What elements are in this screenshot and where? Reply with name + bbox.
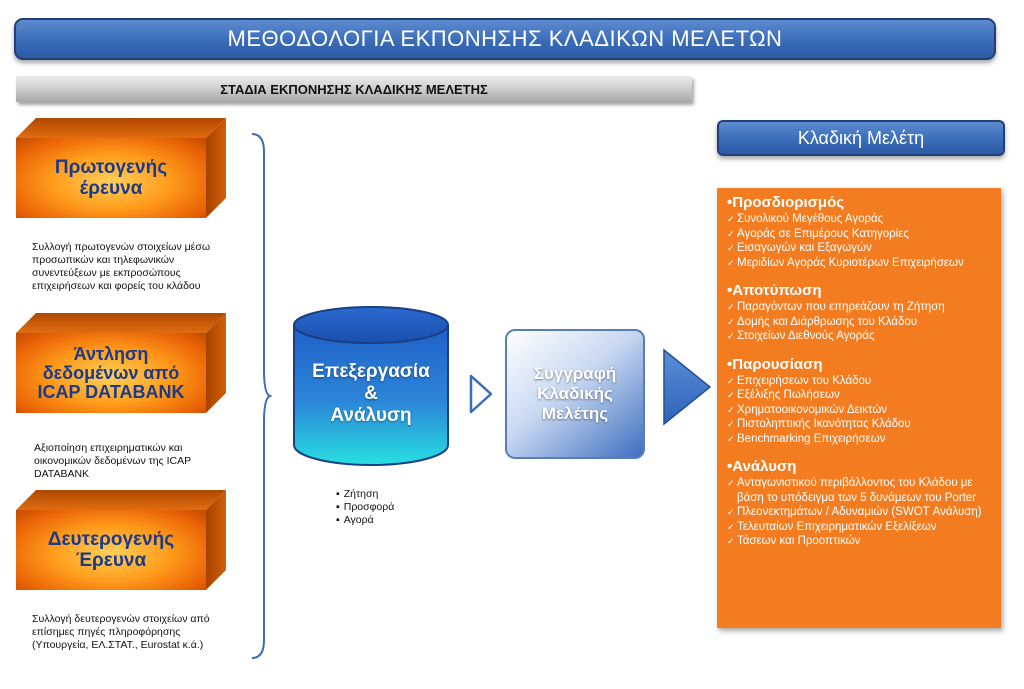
- curly-brace-icon: [251, 133, 272, 659]
- databank-label: Άντληση δεδομένων από ICAP DATABANK: [37, 343, 185, 402]
- list-item: Δομής και Διάρθρωσης του Κλάδου: [727, 315, 1001, 330]
- primary-research-box: Πρωτογενής έρευνα: [16, 118, 226, 218]
- writing-line2: Κλαδικής: [537, 384, 613, 403]
- section-head: Παρουσίαση: [727, 356, 1001, 374]
- stages-title: ΣΤΑΔΙΑ ΕΚΠΟΝΗΣΗΣ ΚΛΑΔΙΚΗΣ ΜΕΛΕΤΗΣ: [220, 81, 488, 97]
- writing-line1: Συγγραφή: [533, 364, 617, 383]
- study-title-banner: Κλαδική Μελέτη: [717, 120, 1005, 156]
- arrow-right-icon: [469, 374, 493, 414]
- processing-label-line2: &: [364, 383, 378, 404]
- list-item: Μεριδίων Αγοράς Κυριοτέρων Επιχειρήσεων: [727, 256, 1001, 271]
- list-item: Benchmarking Επιχειρήσεων: [727, 432, 1001, 447]
- list-item: Στοιχείων Διεθνούς Αγοράς: [727, 329, 1001, 344]
- section-head: Αποτύπωση: [727, 282, 1001, 300]
- secondary-research-caption: Συλλογή δευτερογενών στοιχείων από επίση…: [32, 613, 210, 651]
- study-content-panel: Προσδιορισμός Συνολικού Μεγέθους Αγοράς …: [717, 188, 1001, 628]
- list-item: Επιχειρήσεων του Κλάδου: [727, 374, 1001, 389]
- writing-line3: Μελέτης: [541, 404, 609, 423]
- list-item: Πιστοληπτικής Ικανότητας Κλάδου: [727, 417, 1001, 432]
- secondary-research-box: Δευτερογενής Έρευνα: [16, 490, 226, 590]
- arrow-right-large-icon: [663, 348, 712, 426]
- list-item: Χρηματοοικονομικών Δεικτών: [727, 403, 1001, 418]
- writing-box: Συγγραφή Κλαδικής Μελέτης: [505, 329, 645, 459]
- list-item: Τελευταίων Επιχειρηματικών Εξελίξεων: [727, 520, 1001, 535]
- list-item: Εξέλιξης Πωλήσεων: [727, 388, 1001, 403]
- secondary-research-label: Δευτερογενής Έρευνα: [47, 529, 175, 571]
- list-item: Εισαγωγών και Εξαγωγών: [727, 241, 1001, 256]
- main-title: ΜΕΘΟΔΟΛΟΓΙΑ ΕΚΠΟΝΗΣΗΣ ΚΛΑΔΙΚΩΝ ΜΕΛΕΤΩΝ: [227, 26, 783, 51]
- bullet-demand: Ζήτηση: [336, 488, 394, 501]
- primary-research-label: Πρωτογενής έρευνα: [54, 157, 168, 199]
- section-head: Ανάλυση: [727, 458, 1001, 476]
- list-item: Πλεονεκτημάτων / Αδυναμιών (SWOT Ανάλυση…: [727, 505, 1001, 520]
- main-title-banner: ΜΕΘΟΔΟΛΟΓΙΑ ΕΚΠΟΝΗΣΗΣ ΚΛΑΔΙΚΩΝ ΜΕΛΕΤΩΝ: [14, 18, 996, 60]
- databank-caption: Αξιοποίηση επιχειρηματικών και οικονομικ…: [34, 442, 191, 480]
- primary-research-caption: Συλλογή πρωτογενών στοιχείων μέσω προσωπ…: [32, 241, 211, 292]
- list-item: Παραγόντων που επηρεάζουν τη Ζήτηση: [727, 300, 1001, 315]
- section-head: Προσδιορισμός: [727, 194, 1001, 212]
- bullet-supply: Προσφορά: [336, 501, 395, 514]
- list-item: Συνολικού Μεγέθους Αγοράς: [727, 212, 1001, 227]
- databank-box: Άντληση δεδομένων από ICAP DATABANK: [16, 313, 226, 413]
- processing-label-line1: Επεξεργασία: [312, 361, 430, 382]
- list-item: Αγοράς σε Επιμέρους Κατηγορίες: [727, 227, 1001, 242]
- processing-label-line3: Ανάλυση: [330, 405, 412, 426]
- list-item: Τάσεων και Προοπτικών: [727, 534, 1001, 549]
- bullet-market: Αγορά: [336, 514, 394, 527]
- list-item: Ανταγωνιστικού περιβάλλοντος του Κλάδου …: [727, 476, 1001, 505]
- processing-bullets: Ζήτηση Προσφορά Αγορά: [336, 488, 395, 527]
- stages-bar: ΣΤΑΔΙΑ ΕΚΠΟΝΗΣΗΣ ΚΛΑΔΙΚΗΣ ΜΕΛΕΤΗΣ: [16, 76, 692, 102]
- processing-cylinder: Επεξεργασία & Ανάλυση: [292, 305, 450, 467]
- study-title: Κλαδική Μελέτη: [797, 127, 925, 148]
